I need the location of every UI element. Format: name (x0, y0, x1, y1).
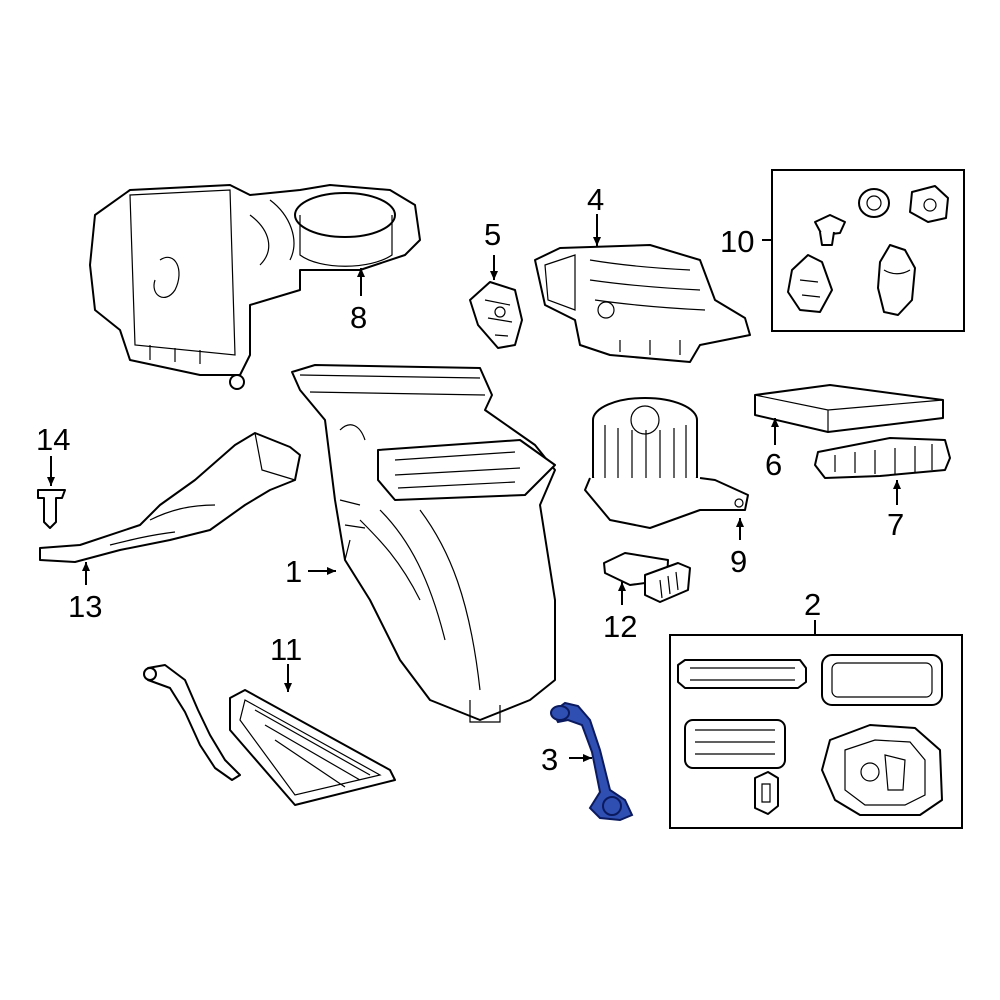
part-4-air-duct[interactable] (534, 244, 751, 363)
callout-5: 5 (484, 217, 501, 252)
callout-6: 6 (765, 447, 782, 482)
part-11-heater-core[interactable] (143, 664, 396, 806)
part-7-filter-door[interactable] (814, 437, 951, 479)
part-12-blower-resistor[interactable] (603, 552, 691, 603)
callout-10: 10 (720, 224, 754, 259)
callout-1: 1 (285, 554, 302, 589)
part-14-push-clip[interactable] (37, 489, 66, 529)
part-3-drain-tube-highlighted[interactable] (550, 701, 634, 822)
part-13-floor-duct[interactable] (39, 432, 301, 563)
part-5-actuator[interactable] (469, 281, 523, 349)
callout-13: 13 (68, 589, 102, 624)
part-10-hardware-kit[interactable] (787, 185, 949, 316)
callout-7: 7 (887, 507, 904, 542)
part-8-hvac-case-assembly[interactable] (89, 184, 421, 390)
callout-9: 9 (730, 544, 747, 579)
callout-4: 4 (587, 182, 604, 217)
callout-11: 11 (270, 632, 302, 667)
part-10-box (771, 169, 965, 332)
part-6-cabin-air-filter[interactable] (754, 384, 944, 433)
callout-12: 12 (603, 609, 637, 644)
part-9-blower-motor[interactable] (584, 397, 749, 529)
callout-2: 2 (804, 587, 821, 622)
callout-14: 14 (36, 422, 70, 457)
part-2-vent-kit[interactable] (677, 654, 943, 816)
part-1-hvac-case[interactable] (291, 364, 556, 723)
callout-8: 8 (350, 300, 367, 335)
callout-3: 3 (541, 742, 558, 777)
